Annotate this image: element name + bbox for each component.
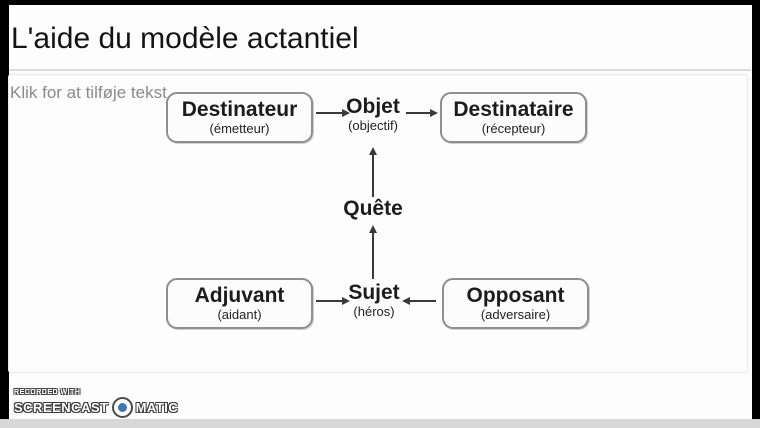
opposant-label: Opposant <box>466 283 565 307</box>
arrow-adjuvant-sujet-line <box>316 300 342 302</box>
destinataire-box: Destinataire (récepteur) <box>440 92 587 143</box>
arrow-objet-destinataire-head <box>430 109 438 117</box>
quete-label: Quête <box>343 197 403 220</box>
sujet-sublabel: (héros) <box>353 304 395 320</box>
destinateur-sublabel: (émetteur) <box>209 120 270 136</box>
logo-blue-dot <box>117 403 127 412</box>
destinateur-label: Destinateur <box>181 97 298 121</box>
letterbox-bottom-strip <box>0 419 760 428</box>
quete-node: Quête <box>343 197 403 220</box>
letterbox-right-bar <box>752 0 760 420</box>
objet-node: Objet (objectif) <box>346 95 400 134</box>
arrow-opposant-sujet-head <box>402 297 410 305</box>
adjuvant-box: Adjuvant (aidant) <box>166 278 313 329</box>
letterbox-left-bar <box>0 0 9 420</box>
screencast-text: SCREENCAST <box>14 400 109 415</box>
adjuvant-sublabel: (aidant) <box>217 306 262 322</box>
opposant-box: Opposant (adversaire) <box>442 278 589 329</box>
objet-sublabel: (objectif) <box>348 118 398 134</box>
arrow-quete-objet-line <box>372 154 374 197</box>
arrow-destinateur-objet-line <box>316 112 342 114</box>
title-divider <box>9 69 751 71</box>
adjuvant-label: Adjuvant <box>194 283 285 307</box>
matic-text: MATIC <box>135 400 179 415</box>
slide-title[interactable]: L'aide du modèle actantiel <box>11 22 359 55</box>
arrow-opposant-sujet-line <box>410 300 436 302</box>
arrow-objet-destinataire-line <box>406 112 432 114</box>
screencast-o-matic-logo-icon <box>111 397 133 418</box>
objet-label: Objet <box>346 95 400 118</box>
body-text-placeholder[interactable]: Klik for at tilføje tekst <box>8 74 748 373</box>
arrow-destinateur-objet-head <box>342 109 350 117</box>
arrow-adjuvant-sujet-head <box>342 297 350 305</box>
destinataire-sublabel: (récepteur) <box>481 120 546 136</box>
letterbox-top-bar <box>0 0 760 5</box>
sujet-label: Sujet <box>348 281 400 304</box>
opposant-sublabel: (adversaire) <box>480 306 551 322</box>
destinateur-box: Destinateur (émetteur) <box>166 92 313 143</box>
destinataire-label: Destinataire <box>453 97 574 121</box>
arrow-sujet-quete-line <box>372 232 374 279</box>
watermark-brand-row: SCREENCAST MATIC <box>14 397 178 418</box>
recorded-with-text: RECORDED WITH <box>14 389 81 396</box>
arrow-sujet-quete-head <box>369 225 377 233</box>
arrow-quete-objet-head <box>369 147 377 155</box>
sujet-node: Sujet (héros) <box>348 281 400 320</box>
screencast-o-matic-watermark: RECORDED WITH SCREENCAST MATIC <box>14 389 178 418</box>
placeholder-text: Klik for at tilføje tekst <box>10 83 167 102</box>
